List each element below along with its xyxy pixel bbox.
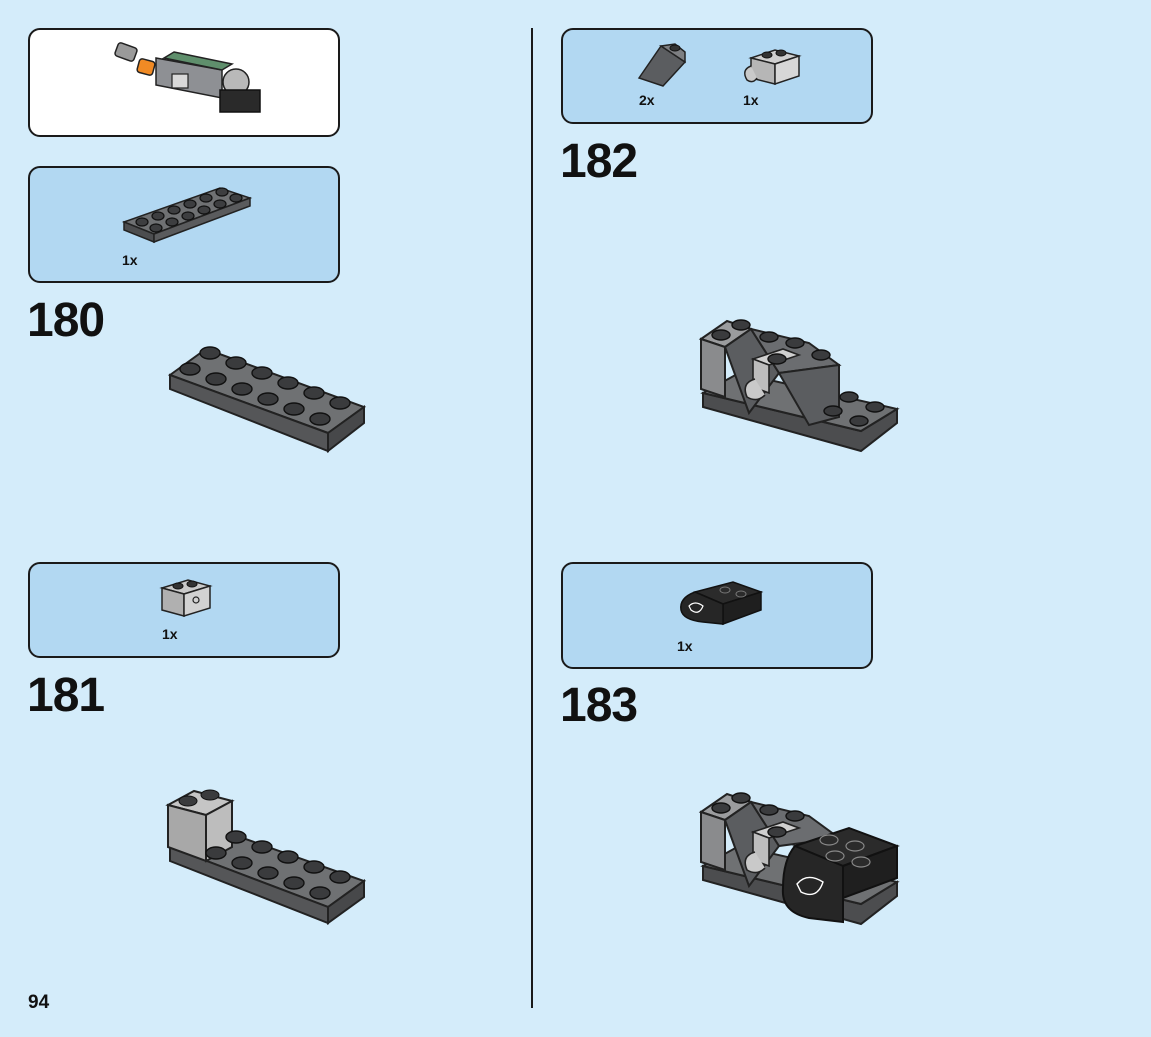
submodel-callout [28, 28, 340, 137]
step-number-183: 183 [560, 679, 638, 732]
part-quantity: 2x [639, 92, 655, 108]
part-quantity: 1x [743, 92, 759, 108]
plate-2x6-dark-gray-icon [121, 187, 253, 244]
brick-with-clip-light-gray-icon [744, 49, 802, 86]
parts-callout-step-182: 2x 1x [561, 28, 873, 124]
model-step-183-icon [698, 792, 900, 926]
parts-callout-step-180: 1x [28, 166, 340, 283]
parts-callout-step-183: 1x [561, 562, 873, 669]
model-step-181-icon [165, 789, 367, 925]
step-number-180: 180 [27, 294, 105, 347]
slope-dark-gray-icon [637, 43, 687, 87]
step-number-181: 181 [27, 669, 105, 722]
column-divider [531, 28, 533, 1008]
part-quantity: 1x [122, 252, 138, 268]
model-step-182-icon [698, 319, 900, 453]
black-bracket-piece-icon [680, 581, 764, 626]
part-quantity: 1x [162, 626, 178, 642]
brick-1x2-light-gray-icon [159, 579, 213, 618]
submodel-icon [114, 42, 261, 113]
model-step-180-icon [167, 346, 367, 454]
part-quantity: 1x [677, 638, 693, 654]
parts-callout-step-181: 1x [28, 562, 340, 658]
step-number-182: 182 [560, 135, 638, 188]
page-number: 94 [28, 992, 50, 1013]
